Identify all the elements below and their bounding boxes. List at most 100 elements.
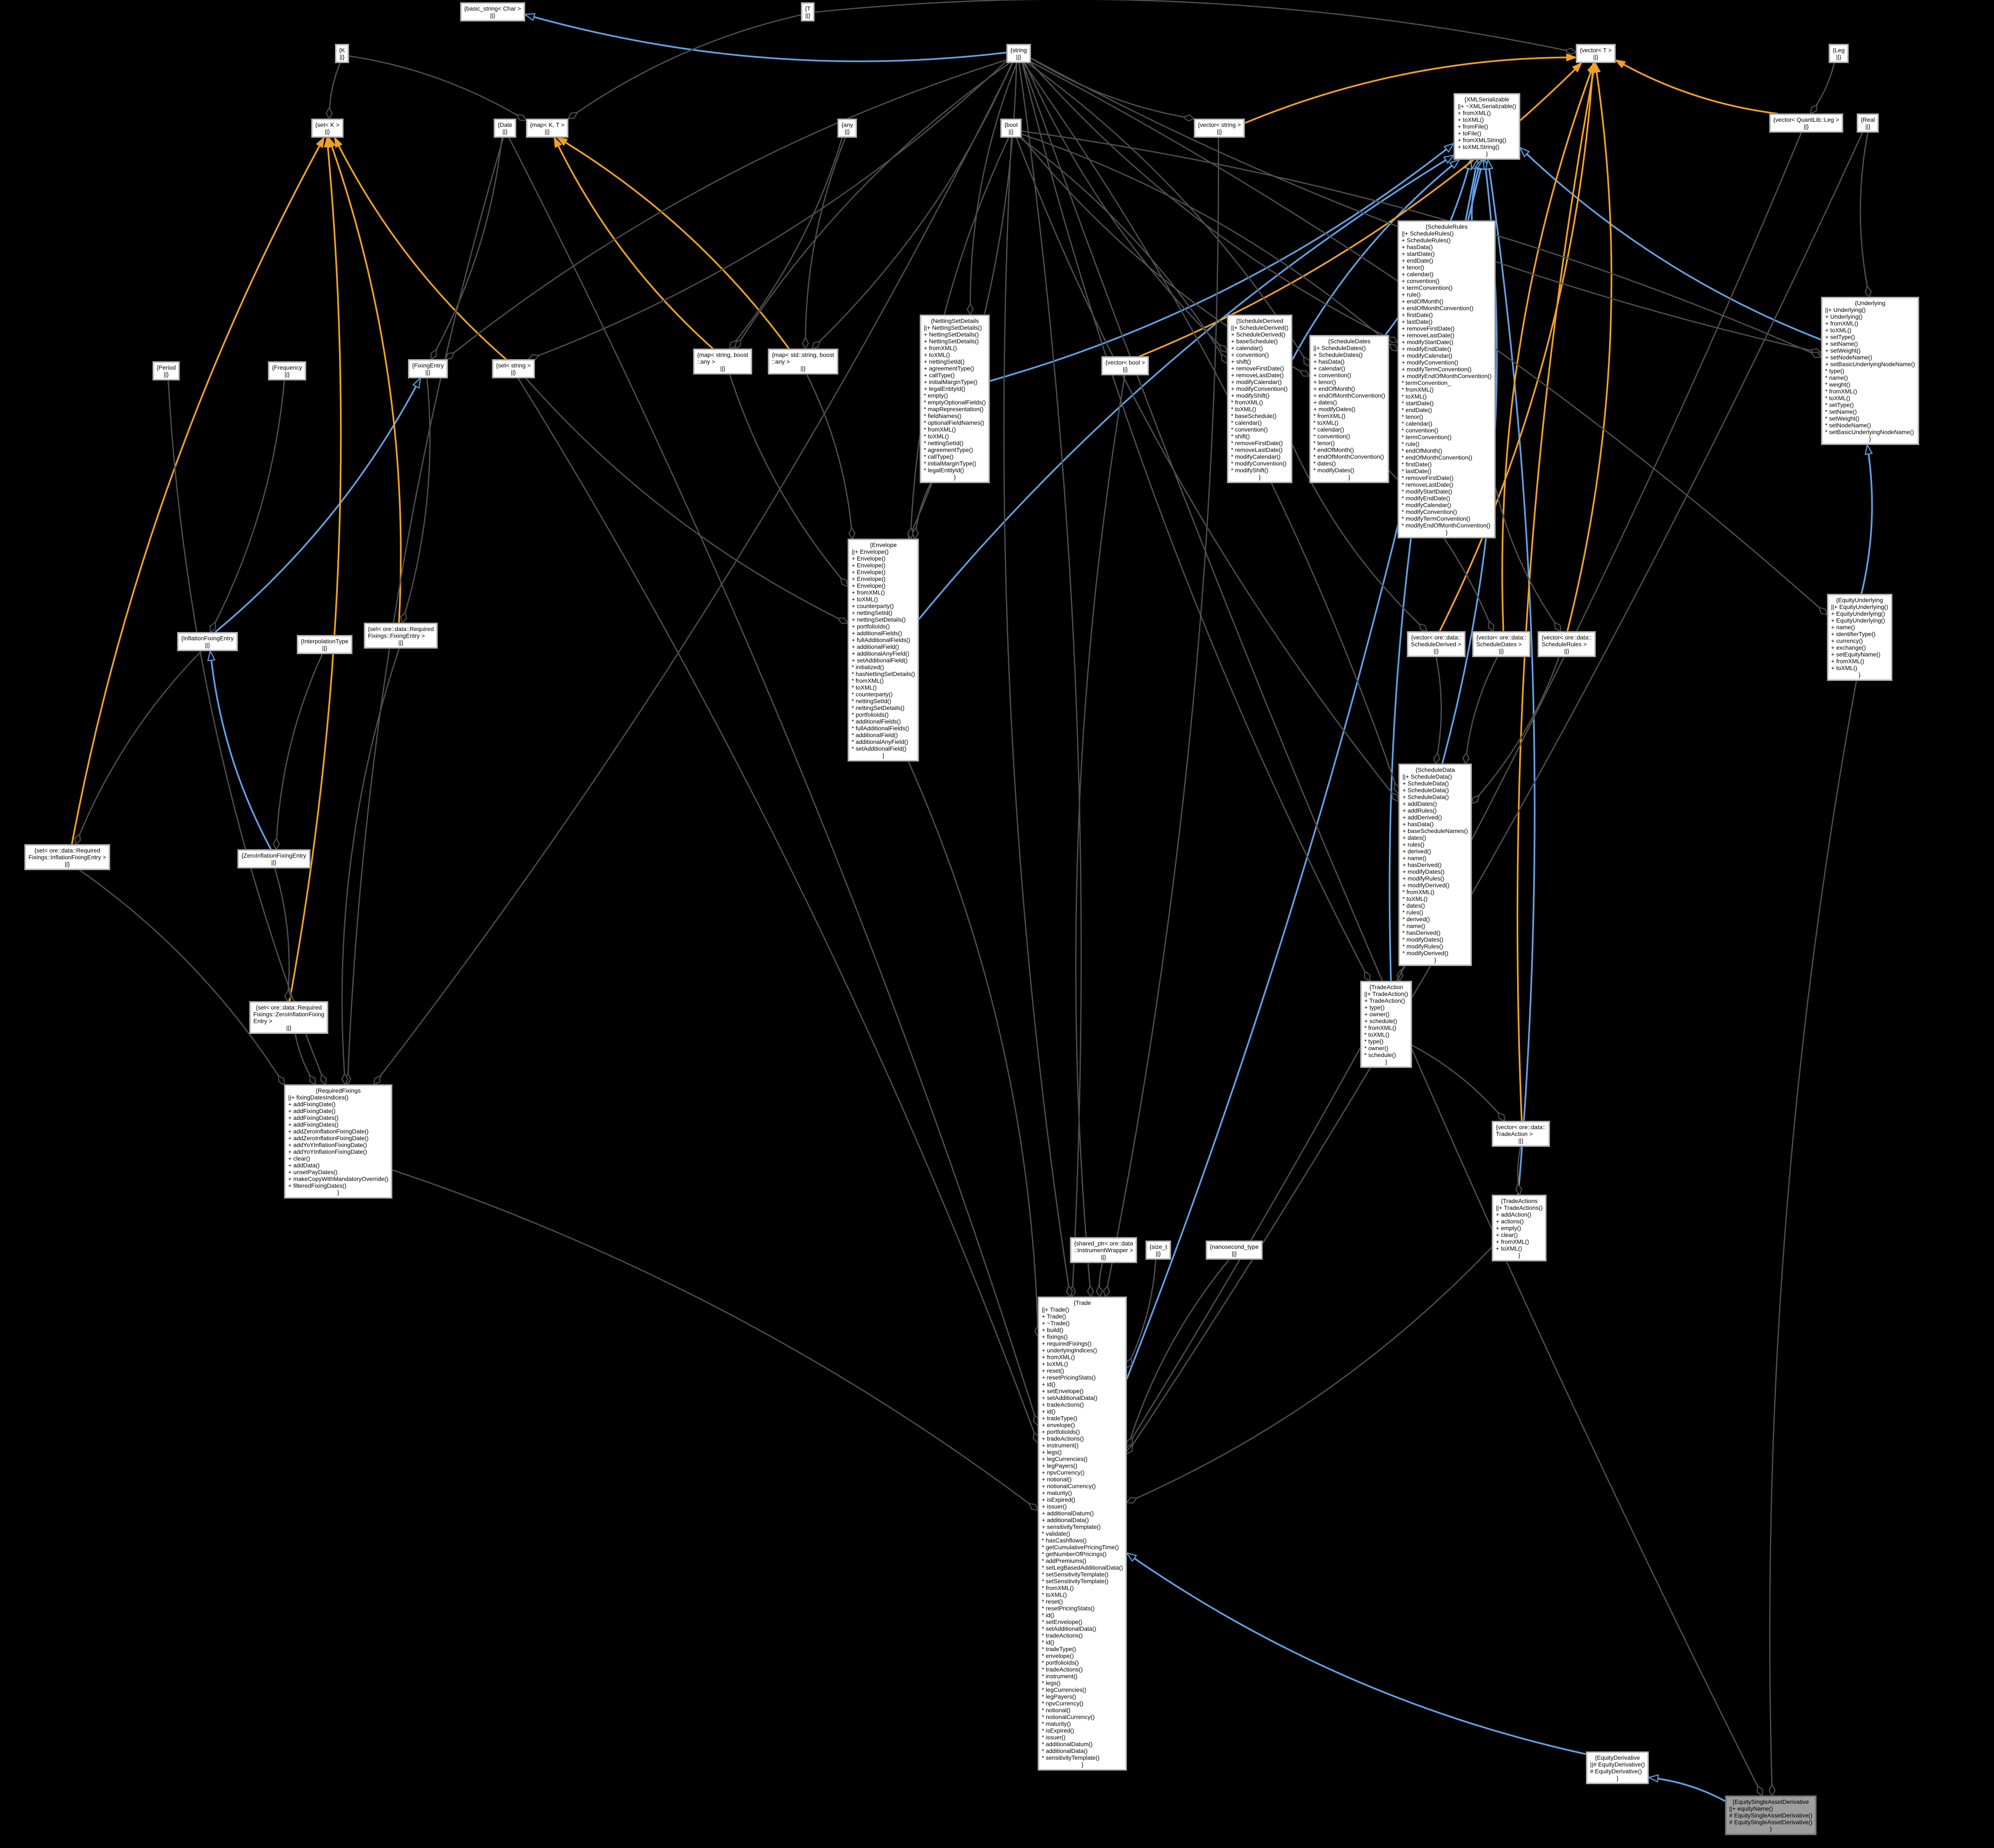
class-node-trade_action[interactable]: {TradeAction||+ TradeAction()+ TradeActi… (1360, 981, 1413, 1068)
edge-vector_ore_schedule_derived-to-schedule_data (1436, 656, 1442, 764)
class-node-Real[interactable]: {Real||} (1856, 113, 1879, 133)
class-node-inflation_fixing_entry[interactable]: {InflationFixingEntry||} (177, 632, 238, 651)
class-node-netting_set_details[interactable]: {NettingSetDetails||+ NettingSetDetails(… (919, 314, 990, 483)
class-node-vector_ore_schedule_rules[interactable]: {vector< ore::data::ScheduleRules >||} (1537, 631, 1596, 657)
class-member: + toXML() (1042, 1360, 1068, 1367)
class-node-set_string[interactable]: {set< string >||} (492, 359, 535, 379)
class-member: ||+ ScheduleDerived() (1231, 324, 1289, 331)
class-member: ||} (1836, 53, 1841, 60)
class-node-vector_string[interactable]: {vector< string >||} (1193, 118, 1245, 138)
class-node-required_fixings[interactable]: {RequiredFixings||+ fixingDatesIndices()… (283, 1084, 393, 1199)
class-member: + ScheduleDates() (1313, 351, 1363, 358)
class-node-schedule_data[interactable]: {ScheduleData||+ ScheduleData()+ Schedul… (1398, 763, 1472, 966)
class-member: + ScheduleData() (1402, 787, 1449, 794)
edge-schedule_rules-to-vector_ore_schedule_rules (1495, 487, 1561, 631)
class-node-nanosecond_type[interactable]: {nanosecond_type||} (1205, 1240, 1263, 1260)
class-member: * toXML() (1402, 393, 1427, 400)
edge-string-to-set_string (528, 60, 1007, 359)
class-member: + baseScheduleNames() (1402, 827, 1468, 834)
class-member: + additionalDatum() (1042, 1510, 1094, 1517)
edge-vector_ore_schedule_rules-to-schedule_data (1472, 656, 1560, 804)
class-node-vector_ore_trade_action[interactable]: {vector< ore::data::TradeAction >||} (1492, 1121, 1550, 1147)
class-member: + Envelope() (852, 582, 886, 589)
class-node-Leg[interactable]: {Leg||} (1828, 44, 1849, 63)
class-node-equity_derivative[interactable]: {EquityDerivative||# EquityDerivative()#… (1585, 1751, 1649, 1784)
class-member: * getCumulativePricingTime() (1042, 1544, 1119, 1551)
class-title: {set< string > (496, 362, 531, 369)
class-member: * resetPricingStats() (1042, 1605, 1095, 1612)
class-member: + modifyDates() (1313, 406, 1356, 412)
class-node-vector_ore_schedule_derived[interactable]: {vector< ore::data::ScheduleDerived >||} (1407, 631, 1466, 657)
edge-bool-to-schedule_derived (1019, 137, 1227, 364)
class-node-vector_ore_schedule_dates[interactable]: {vector< ore::data::ScheduleDates >||} (1472, 631, 1531, 657)
class-node-interpolation_type[interactable]: {InterpolationType||} (296, 635, 353, 654)
class-node-K[interactable]: {K||} (334, 44, 350, 63)
class-node-vector_quantlib_leg[interactable]: {vector< QuantLib::Leg >||} (1769, 113, 1843, 133)
class-node-Frequency[interactable]: {Frequency||} (268, 361, 306, 381)
class-node-T[interactable]: {T||} (800, 2, 815, 22)
class-node-underlying[interactable]: {Underlying||+ Underlying()+ Underlying(… (1820, 297, 1920, 445)
class-node-trade_actions[interactable]: {TradeActions||+ TradeActions()+ addActi… (1491, 1195, 1547, 1262)
class-member: * nettingSetDetails() (852, 704, 905, 711)
class-member: * modifyRules() (1402, 943, 1443, 950)
edge-string-to-required_fixings (374, 62, 1014, 1085)
class-title: {ScheduleDates (1328, 338, 1371, 345)
class-node-envelope[interactable]: {Envelope||+ Envelope()+ Envelope()+ Env… (847, 538, 920, 762)
class-node-schedule_rules[interactable]: {ScheduleRules||+ ScheduleRules()+ Sched… (1397, 220, 1496, 538)
class-member: * type() (1364, 1038, 1384, 1045)
class-node-vector_T[interactable]: {vector< T >||} (1576, 44, 1616, 63)
class-node-xml_serializable[interactable]: {XMLSerializable||+ ~XMLSerializable()+ … (1453, 93, 1520, 160)
class-node-zero_inflation_fixing_entry[interactable]: {ZeroInflationFixingEntry||} (237, 849, 311, 869)
class-node-schedule_derived[interactable]: {ScheduleDerived||+ ScheduleDerived()+ S… (1226, 314, 1293, 483)
class-title: {size_t (1150, 1243, 1167, 1250)
class-member: + hasData() (1313, 358, 1345, 365)
edge-vector_bool-to-vector_T (1139, 63, 1582, 357)
class-member: + ScheduleData() (1402, 794, 1449, 800)
class-node-Date[interactable]: {Date||} (493, 118, 517, 138)
class-node-size_t[interactable]: {size_t||} (1145, 1240, 1172, 1260)
class-member: + toXMLString() (1458, 143, 1500, 150)
class-member: + addYoYInflationFixingDate() (288, 1141, 367, 1148)
edge-any-to-map_stdstring_boost_any (805, 137, 846, 349)
class-node-string[interactable]: {string||} (1006, 44, 1031, 63)
class-member: + fixings() (1042, 1333, 1068, 1340)
class-node-map_stdstring_boost_any[interactable]: {map< std::string, boost::any >||} (768, 348, 839, 375)
class-member: * schedule() (1364, 1052, 1396, 1058)
class-member: + reset() (1042, 1367, 1064, 1374)
class-node-equity_underlying[interactable]: {EquityUnderlying||+ EquityUnderlying()+… (1827, 594, 1893, 681)
class-node-set_K[interactable]: {set< K >||} (311, 118, 344, 138)
class-member: + ScheduleRules() (1402, 237, 1451, 244)
class-node-map_K_T[interactable]: {map< K, T >||} (525, 118, 569, 138)
class-node-trade[interactable]: {Trade||+ Trade()+ Trade()+ ~Trade()+ bu… (1037, 1296, 1127, 1771)
class-member: * nettingSetId() (924, 440, 964, 446)
class-member: ScheduleRules > (1542, 641, 1587, 648)
class-member: ||} (1008, 128, 1014, 135)
class-node-bool[interactable]: {bool||} (1000, 118, 1022, 138)
class-member: + derived() (1402, 848, 1431, 855)
class-member: * fromXML() (1313, 412, 1346, 419)
class-member: + setName() (1825, 340, 1858, 347)
class-member: * additionalFields() (852, 718, 901, 725)
class-member: ||} (1865, 123, 1871, 130)
class-member: + lastDate() (1402, 318, 1433, 325)
class-node-equity_single[interactable]: {EquitySingleAssetDerivative||+ equityNa… (1725, 1795, 1817, 1835)
class-node-vector_bool[interactable]: {vector< bool >||} (1101, 356, 1150, 376)
class-node-Period[interactable]: {Period||} (152, 361, 180, 381)
class-node-basic_string_char[interactable]: {basic_string< Char >||} (460, 2, 525, 22)
class-member: * hasCashflows() (1042, 1537, 1087, 1544)
class-member: * name() (1825, 374, 1848, 381)
edge-map_string_boost_any-to-map_K_T (553, 137, 714, 350)
class-member: + toFile() (1458, 130, 1481, 137)
class-node-shared_ptr_instrument_wrapper[interactable]: {shared_ptr< ore::data::InstrumentWrappe… (1069, 1237, 1138, 1263)
class-node-fixing_entry[interactable]: {FixingEntry||} (408, 359, 448, 379)
class-member: * calendar() (1231, 419, 1262, 426)
class-node-map_string_boost_any[interactable]: {map< string, boost::any >||} (693, 348, 753, 375)
class-node-schedule_dates[interactable]: {ScheduleDates||+ ScheduleDates()+ Sched… (1309, 335, 1390, 483)
class-member: + addZeroInflationFixingDate() (288, 1135, 369, 1141)
class-member: * legPayers() (1042, 1693, 1076, 1700)
class-node-any[interactable]: {any||} (837, 118, 858, 138)
class-member: ||+ Envelope() (852, 548, 889, 555)
